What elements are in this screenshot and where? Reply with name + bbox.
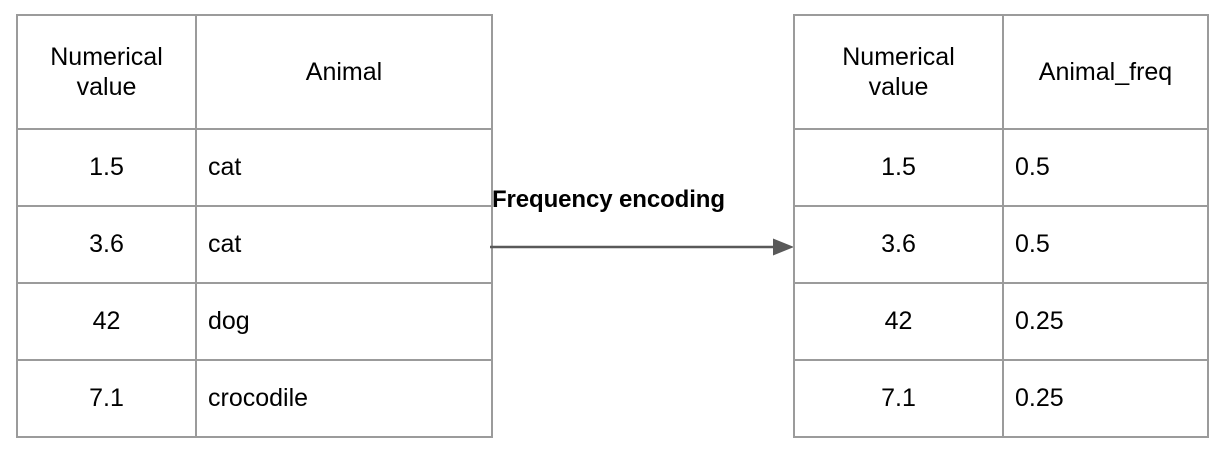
cell-animal: cat [195,205,493,284]
table-header-row: Numerical value Animal [16,14,493,130]
header-line-2: value [868,73,929,101]
column-header-numerical-value: Numerical value [793,14,1004,130]
cell-numerical-value: 7.1 [793,359,1004,438]
cell-animal: cat [195,128,493,207]
table-row: 1.5 cat [16,128,493,207]
right-arrow-icon [490,238,794,256]
table-row: 7.1 crocodile [16,359,493,438]
column-header-numerical-value: Numerical value [16,14,197,130]
cell-numerical-value: 1.5 [16,128,197,207]
transform-label: Frequency encoding [492,186,725,213]
table-row: 7.1 0.25 [793,359,1209,438]
column-header-animal: Animal [195,14,493,130]
cell-animal-freq: 0.5 [1002,205,1209,284]
cell-animal: crocodile [195,359,493,438]
table-row: 1.5 0.5 [793,128,1209,207]
cell-animal-freq: 0.5 [1002,128,1209,207]
cell-numerical-value: 1.5 [793,128,1004,207]
header-line-1: Numerical [842,42,955,71]
transform-group: Frequency encoding [490,186,796,264]
column-header-animal-freq: Animal_freq [1002,14,1209,130]
header-line-2: value [76,73,137,101]
cell-numerical-value: 3.6 [793,205,1004,284]
cell-animal: dog [195,282,493,361]
cell-animal-freq: 0.25 [1002,359,1209,438]
table-row: 42 dog [16,282,493,361]
table-row: 42 0.25 [793,282,1209,361]
table-row: 3.6 0.5 [793,205,1209,284]
cell-animal-freq: 0.25 [1002,282,1209,361]
table-header-row: Numerical value Animal_freq [793,14,1209,130]
header-line-1: Numerical [50,42,163,71]
original-data-table: Numerical value Animal 1.5 cat 3.6 cat 4… [16,14,493,438]
frequency-encoded-table: Numerical value Animal_freq 1.5 0.5 3.6 … [793,14,1209,438]
cell-numerical-value: 42 [16,282,197,361]
cell-numerical-value: 7.1 [16,359,197,438]
cell-numerical-value: 3.6 [16,205,197,284]
table-row: 3.6 cat [16,205,493,284]
cell-numerical-value: 42 [793,282,1004,361]
